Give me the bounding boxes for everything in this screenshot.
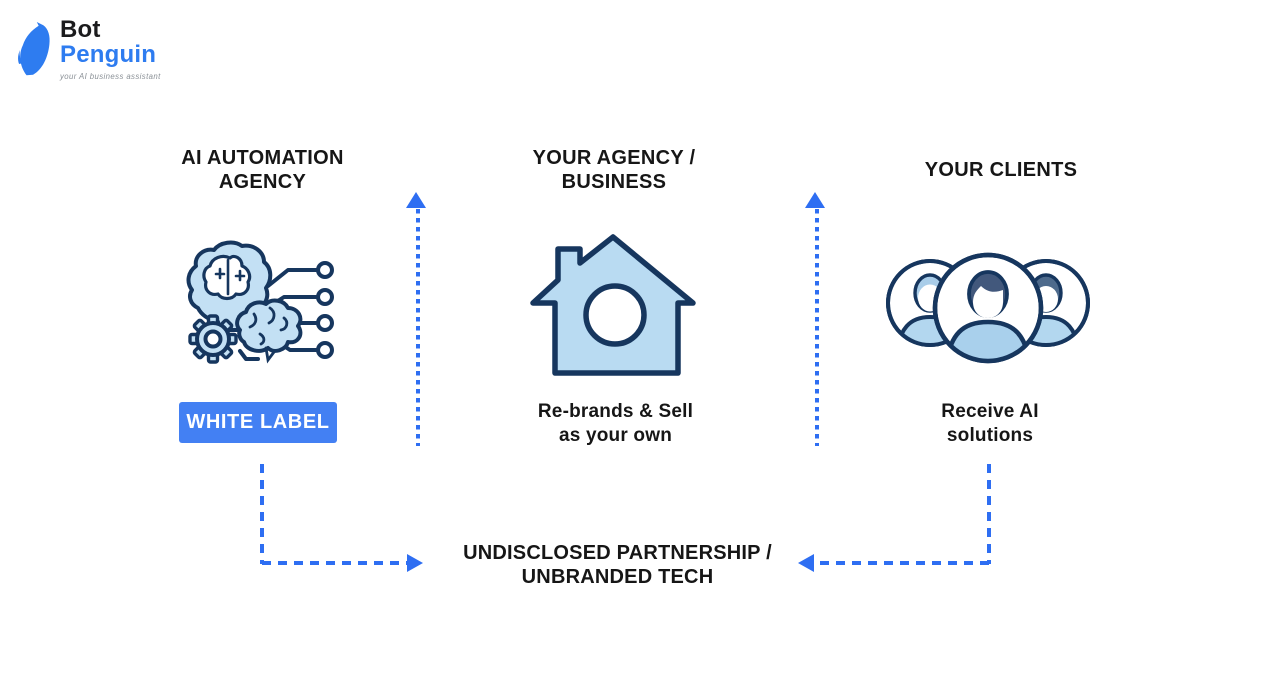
botpenguin-logo: Bot Penguin your AI business assistant: [14, 16, 161, 81]
column-title-your-clients: YOUR CLIENTS: [924, 159, 1078, 181]
house-icon: [530, 234, 696, 376]
penguin-icon: [18, 22, 50, 76]
logo-text-penguin: Penguin: [60, 41, 157, 69]
caption-receive-ai: Receive AI solutions: [941, 401, 1039, 446]
caption-rebrands-sell: Re-brands & Sell as your own: [537, 401, 694, 446]
column-title-ai-automation-agency: AI AUTOMATION AGENCY: [181, 147, 344, 193]
arrow-right-icon: [407, 554, 423, 572]
column-title-your-agency-business: YOUR AGENCY / BUSINESS: [532, 147, 696, 193]
arrow-up-icon: [406, 192, 426, 208]
logo-text-bot: Bot: [60, 16, 101, 43]
logo-tagline: your AI business assistant: [60, 71, 161, 81]
undisclosed-partnership-label: UNDISCLOSED PARTNERSHIP / UNBRANDED TECH: [463, 542, 772, 589]
clients-group-icon: [886, 252, 1090, 364]
arrow-left-icon: [798, 554, 814, 572]
arrow-up-icon: [805, 192, 825, 208]
ai-brain-circuit-icon: [186, 240, 334, 364]
white-label-badge: WHITE LABEL: [179, 402, 337, 443]
